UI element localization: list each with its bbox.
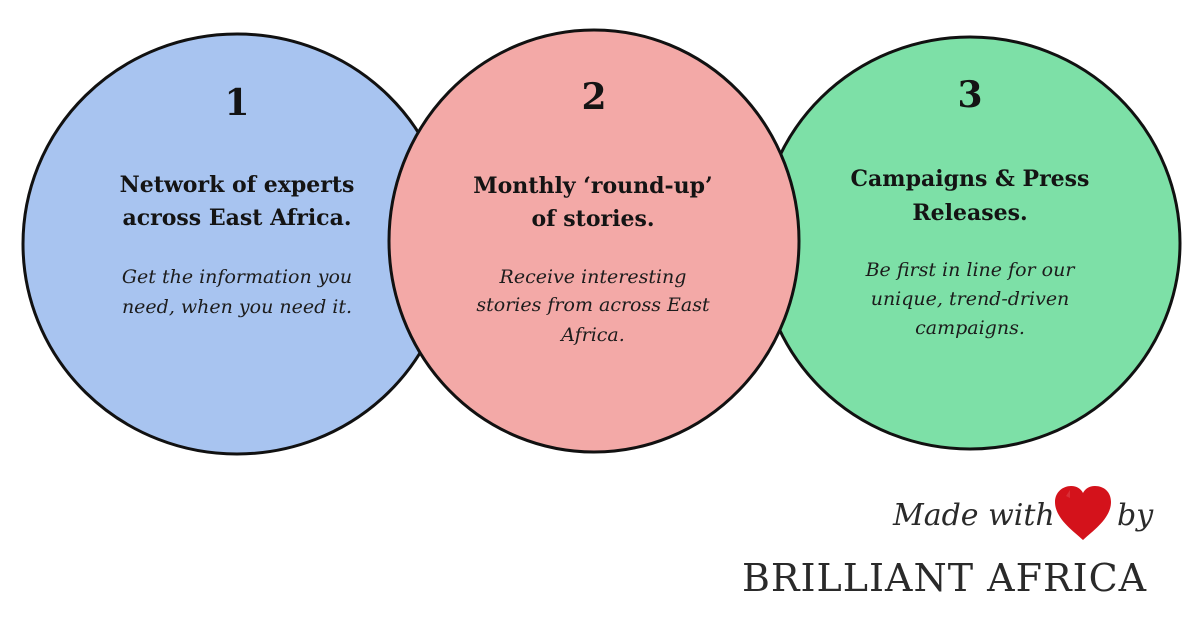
circle-3-number: 3 bbox=[957, 74, 983, 116]
brand-name: BRILLIANT AFRICA bbox=[742, 556, 1148, 600]
circle-3-desc-line-3: campaigns. bbox=[915, 317, 1025, 339]
circle-2-title-line-2: of stories. bbox=[531, 206, 655, 232]
circle-3-desc-line-1: Be first in line for our bbox=[865, 259, 1075, 281]
circle-2-number: 2 bbox=[581, 76, 607, 118]
made-with-text: Made with bbox=[893, 498, 1055, 533]
circle-2-shape bbox=[387, 28, 801, 454]
circle-2-desc-line-2: stories from across East bbox=[476, 294, 710, 316]
africa-heart-icon bbox=[1055, 486, 1111, 540]
by-text: by bbox=[1117, 498, 1154, 533]
circle-1-title-line-2: across East Africa. bbox=[122, 205, 352, 231]
circle-3-title-line-1: Campaigns & Press bbox=[850, 166, 1090, 192]
circle-2-desc-line-1: Receive interesting bbox=[499, 266, 687, 288]
circle-2-desc-line-3: Africa. bbox=[561, 324, 625, 346]
circle-1-desc-line-2: need, when you need it. bbox=[121, 296, 353, 318]
circle-1-desc-line-1: Get the information you bbox=[121, 266, 353, 288]
circle-1-title-line-1: Network of experts bbox=[119, 172, 355, 198]
circle-3-title-line-2: Releases. bbox=[912, 200, 1028, 226]
circle-2-title-line-1: Monthly ‘round-up’ bbox=[473, 173, 713, 199]
circle-3-desc-line-2: unique, trend-driven bbox=[870, 288, 1070, 310]
circle-1-number: 1 bbox=[224, 82, 250, 124]
